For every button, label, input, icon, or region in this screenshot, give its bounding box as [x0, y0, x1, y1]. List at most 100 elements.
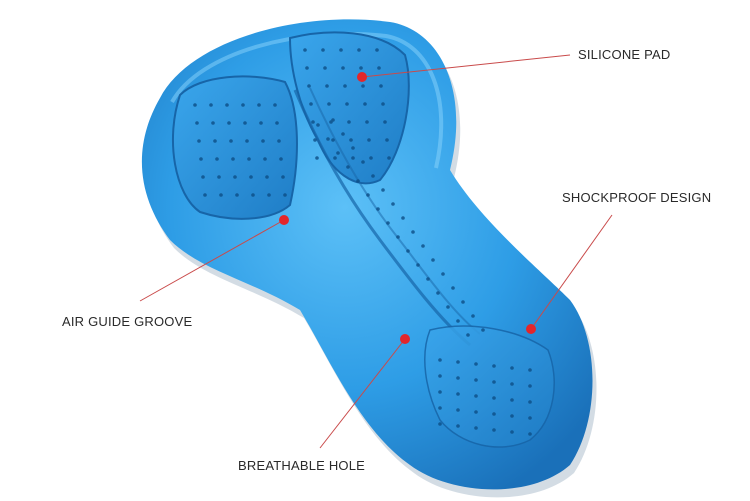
breathable-hole-dot [474, 410, 478, 414]
breathable-hole-dot [251, 193, 255, 197]
breathable-hole-dot [257, 103, 261, 107]
breathable-hole-dot [321, 48, 325, 52]
breathable-hole-dot [421, 244, 425, 248]
breathable-hole-dot [416, 263, 420, 267]
left-panel [171, 75, 298, 220]
breathable-hole-dot [375, 48, 379, 52]
breathable-hole-dot [438, 358, 442, 362]
breathable-hole-dot [387, 156, 391, 160]
breathable-hole-dot [333, 156, 337, 160]
leader-lines [139, 54, 613, 449]
breathable-hole-dot [227, 121, 231, 125]
breathable-hole-dot [331, 138, 335, 142]
breathable-hole-dot [510, 398, 514, 402]
breathable-hole-dot [307, 84, 311, 88]
breathable-hole-dot [438, 422, 442, 426]
breathable-hole-dot [510, 382, 514, 386]
breathable-hole-dot [361, 84, 365, 88]
breathable-hole-dot [492, 380, 496, 384]
breathable-hole-dot [456, 392, 460, 396]
breathable-hole-dot [492, 396, 496, 400]
breathable-hole-dot [376, 207, 380, 211]
breathable-hole-dot [456, 424, 460, 428]
breathable-hole-dot [345, 102, 349, 106]
breathable-hole-dot [357, 48, 361, 52]
breathable-hole-dot [193, 103, 197, 107]
breathable-hole-dot [385, 138, 389, 142]
leader-silicone [361, 54, 571, 78]
breathable-hole-dot [528, 432, 532, 436]
breathable-hole-dot [343, 84, 347, 88]
breathable-hole-dot [213, 139, 217, 143]
breathable-hole-dot [215, 157, 219, 161]
pad-rim-highlight [170, 31, 444, 169]
rear-panel [424, 325, 555, 448]
breathable-hole-dot [279, 157, 283, 161]
marker-air [279, 215, 289, 225]
breathable-hole-dot [456, 408, 460, 412]
breathable-hole-dot [309, 102, 313, 106]
breathable-hole-dot [336, 151, 340, 155]
callout-markers [279, 72, 536, 344]
breathable-hole-dot [199, 157, 203, 161]
breathable-hole-dot [283, 193, 287, 197]
breathable-hole-dot [377, 66, 381, 70]
breathable-hole-dot [359, 66, 363, 70]
marker-shock [526, 324, 536, 334]
leader-air [139, 219, 285, 302]
breathable-hole-dot [267, 193, 271, 197]
breathable-hole-dot [303, 48, 307, 52]
breathable-hole-dot [209, 103, 213, 107]
breathable-hole-dot [492, 428, 496, 432]
breathable-hole-dot [245, 139, 249, 143]
breathable-hole-dot [369, 156, 373, 160]
breathable-hole-dot [474, 394, 478, 398]
breathable-hole-dot [195, 121, 199, 125]
breathable-hole-dot [349, 138, 353, 142]
breathable-hole-dot [346, 165, 350, 169]
breathable-hole-dot [471, 314, 475, 318]
breathable-hole-dot [351, 156, 355, 160]
breathable-hole-dot [233, 175, 237, 179]
marker-silicone [357, 72, 367, 82]
breathable-hole-dot [331, 118, 335, 122]
breathable-hole-dot [341, 66, 345, 70]
breathable-hole-dot [197, 139, 201, 143]
breathable-hole-dot [277, 139, 281, 143]
breathable-hole-dot [451, 286, 455, 290]
breathable-hole-dot [356, 179, 360, 183]
breathable-hole-dot [363, 102, 367, 106]
breathable-hole-dot [528, 368, 532, 372]
breathable-hole-dot [411, 230, 415, 234]
breathable-hole-dot [456, 360, 460, 364]
breathable-hole-dot [367, 138, 371, 142]
breathable-hole-dot [406, 249, 410, 253]
breathable-hole-dot [347, 120, 351, 124]
breathable-hole-dot [438, 374, 442, 378]
breathable-hole-dot [431, 258, 435, 262]
breathable-hole-dot [275, 121, 279, 125]
breathable-hole-dot [231, 157, 235, 161]
breathable-hole-dot [249, 175, 253, 179]
breathable-hole-dot [381, 188, 385, 192]
breathable-hole-dot [241, 103, 245, 107]
breathable-hole-dot [315, 156, 319, 160]
breathable-hole-dot [313, 138, 317, 142]
breathable-hole-dot [243, 121, 247, 125]
breathable-hole-dot [316, 123, 320, 127]
breathable-hole-dot [339, 48, 343, 52]
breathable-hole-dot [474, 362, 478, 366]
breathable-holes [193, 48, 532, 436]
breathable-hole-dot [217, 175, 221, 179]
breathable-hole-dot [492, 412, 496, 416]
breathable-hole-dot [365, 120, 369, 124]
marker-breath [400, 334, 410, 344]
breathable-hole-dot [481, 328, 485, 332]
breathable-hole-dot [225, 103, 229, 107]
breathable-hole-dot [379, 84, 383, 88]
breathable-hole-dot [528, 400, 532, 404]
breathable-hole-dot [326, 137, 330, 141]
breathable-hole-dot [327, 102, 331, 106]
